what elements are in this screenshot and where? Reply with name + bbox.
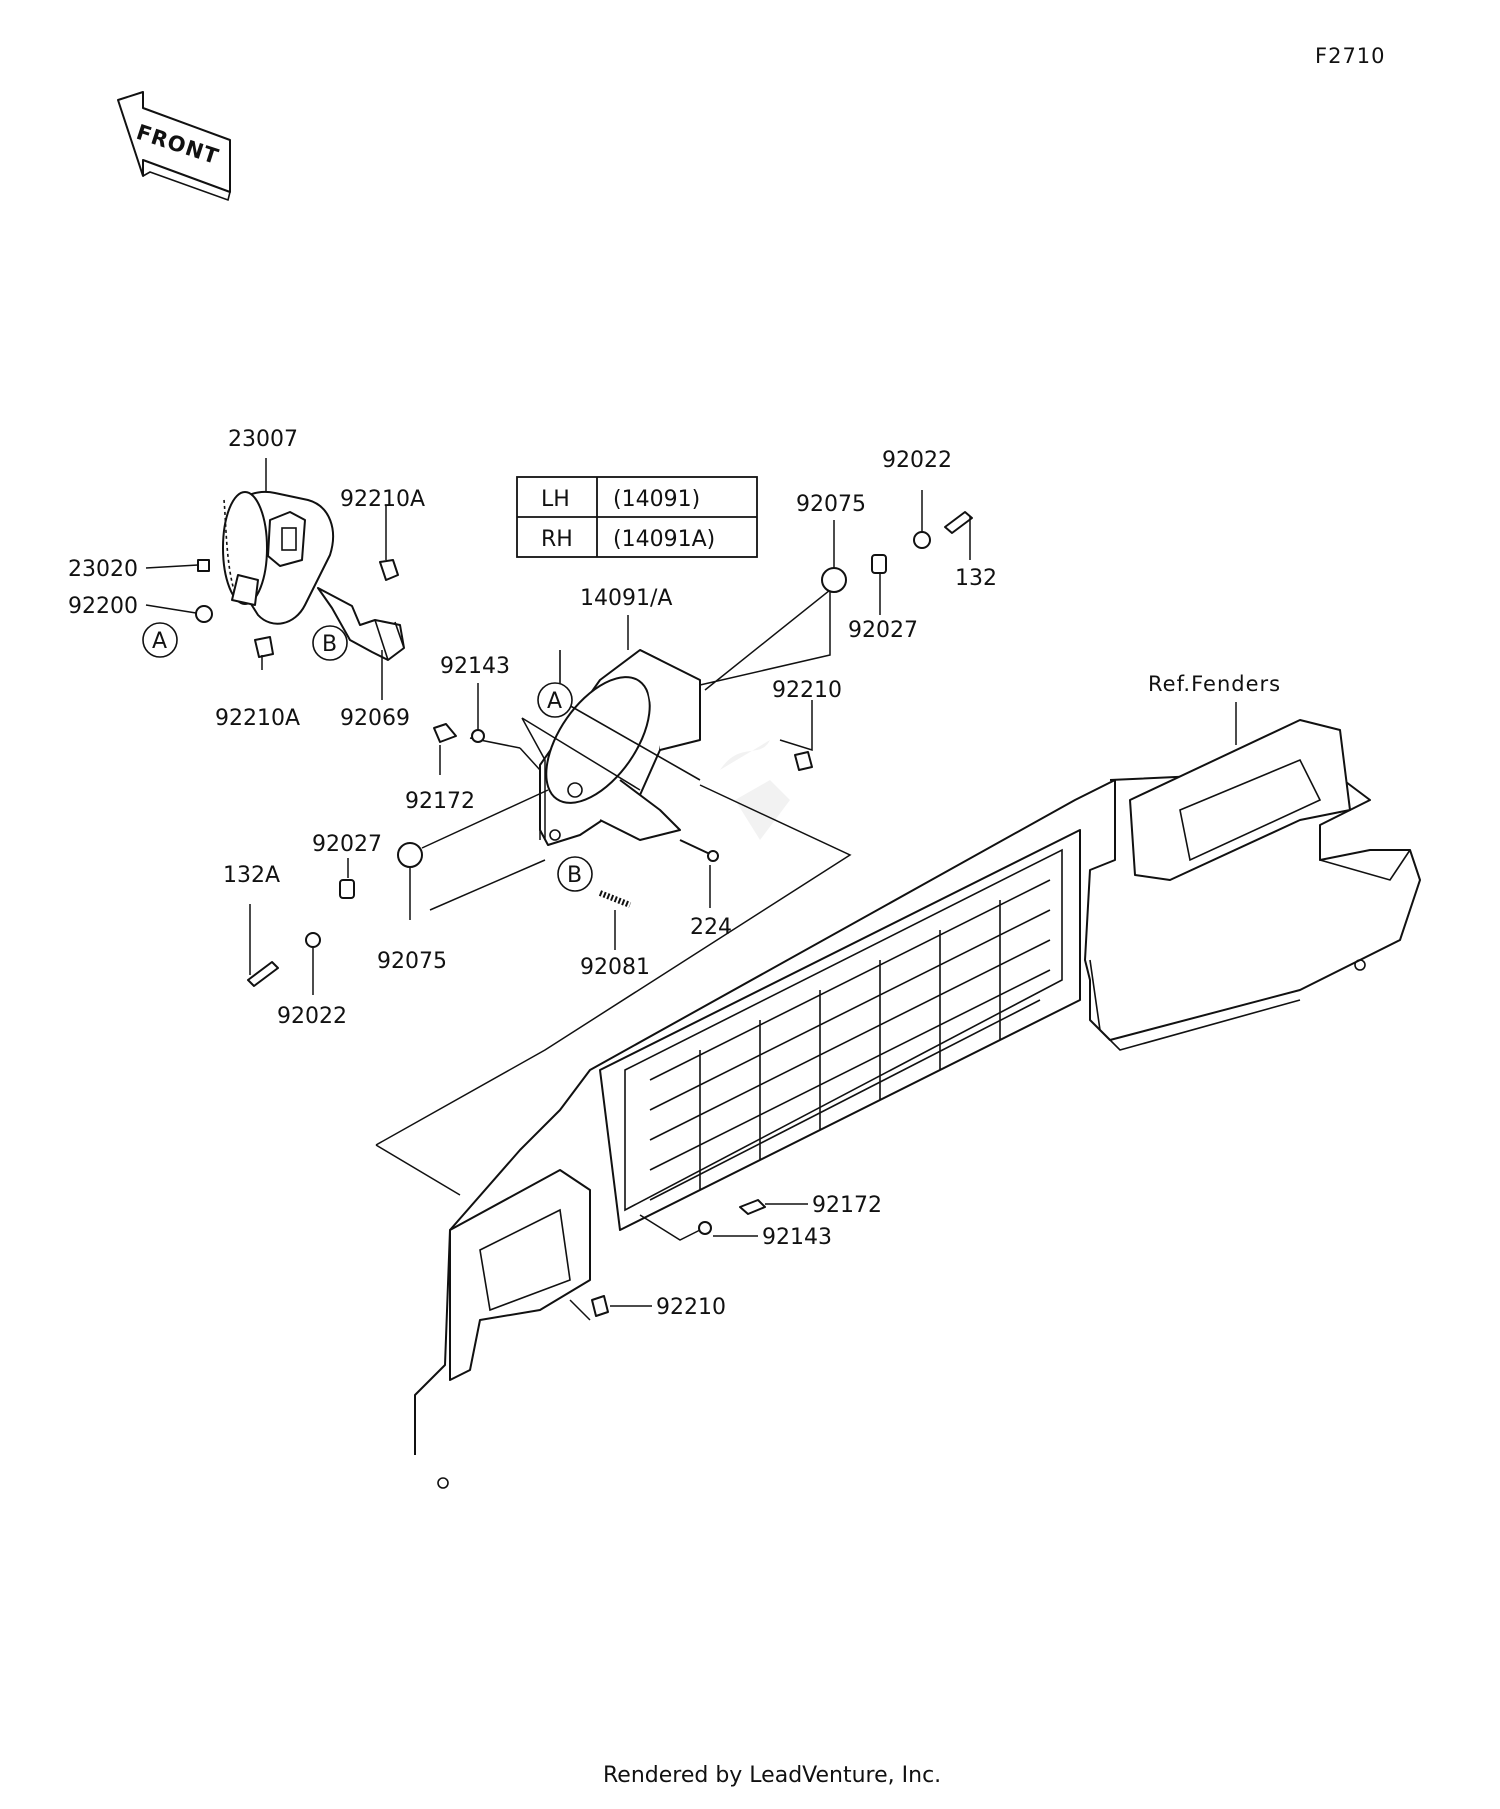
- part-label-92143[interactable]: 92143: [440, 654, 510, 679]
- collar-icon: [871, 554, 887, 574]
- front-arrow-icon: FRONT: [117, 91, 231, 202]
- reference-label[interactable]: Ref.Fenders: [1148, 672, 1281, 696]
- variant-side: RH: [541, 527, 573, 552]
- part-label-132[interactable]: 132: [955, 566, 997, 591]
- part-label-132a[interactable]: 132A: [223, 863, 280, 888]
- svg-text:B: B: [567, 863, 582, 888]
- bolt-icon: [247, 961, 279, 987]
- washer-icon: [305, 932, 321, 948]
- variant-part: (14091): [613, 487, 700, 512]
- clip-nut-icon: [254, 636, 274, 658]
- callout-a-marker: A: [537, 682, 573, 718]
- variant-side: LH: [541, 487, 570, 512]
- callout-b-marker: B: [557, 856, 593, 892]
- washer-icon: [471, 729, 485, 743]
- svg-text:A: A: [152, 629, 167, 654]
- part-label-92081[interactable]: 92081: [580, 955, 650, 980]
- screw-icon: [433, 723, 457, 743]
- part-label-23007[interactable]: 23007: [228, 427, 298, 452]
- clip-nut-icon: [591, 1295, 609, 1317]
- headlight-bracket: [539, 649, 701, 846]
- part-label-92210a[interactable]: 92210A: [340, 487, 425, 512]
- part-label-92069[interactable]: 92069: [340, 706, 410, 731]
- bolt-icon: [944, 511, 973, 534]
- grommet-icon: [397, 842, 423, 868]
- screw-icon: [679, 839, 713, 856]
- clip-icon: [197, 559, 210, 572]
- grommet-icon: [821, 567, 847, 593]
- part-label-92210[interactable]: 92210: [656, 1295, 726, 1320]
- part-label-92210a[interactable]: 92210A: [215, 706, 300, 731]
- svg-text:B: B: [322, 632, 337, 657]
- washer-icon: [698, 1221, 712, 1235]
- part-label-92075[interactable]: 92075: [377, 949, 447, 974]
- part-label-92172[interactable]: 92172: [812, 1193, 882, 1218]
- washer-icon: [195, 605, 213, 623]
- variant-table: LH (14091) RH (14091A): [516, 476, 758, 558]
- headlight-assembly: [222, 490, 405, 661]
- part-label-224[interactable]: 224: [690, 915, 732, 940]
- part-label-92075[interactable]: 92075: [796, 492, 866, 517]
- part-label-92172[interactable]: 92172: [405, 789, 475, 814]
- part-label-92210[interactable]: 92210: [772, 678, 842, 703]
- callout-a-marker: A: [142, 622, 178, 658]
- footer-credit: Rendered by LeadVenture, Inc.: [603, 1763, 941, 1788]
- part-label-92200[interactable]: 92200: [68, 594, 138, 619]
- part-label-92143[interactable]: 92143: [762, 1225, 832, 1250]
- part-label-92022[interactable]: 92022: [277, 1004, 347, 1029]
- part-label-92022[interactable]: 92022: [882, 448, 952, 473]
- svg-text:A: A: [547, 689, 562, 714]
- part-label-92027[interactable]: 92027: [312, 832, 382, 857]
- spring-icon: [598, 890, 632, 908]
- screw-icon: [739, 1199, 766, 1215]
- collar-icon: [339, 879, 355, 899]
- part-label-14091-a[interactable]: 14091/A: [580, 586, 672, 611]
- callout-b-marker: B: [312, 625, 348, 661]
- part-label-92027[interactable]: 92027: [848, 618, 918, 643]
- clip-nut-icon: [794, 751, 813, 771]
- part-label-23020[interactable]: 23020: [68, 557, 138, 582]
- front-grille-panel: [414, 719, 1421, 1489]
- washer-icon: [913, 531, 931, 549]
- watermark: [720, 740, 790, 840]
- diagram-code: F2710: [1315, 44, 1386, 68]
- variant-part: (14091A): [613, 527, 715, 552]
- clip-nut-icon: [379, 559, 399, 581]
